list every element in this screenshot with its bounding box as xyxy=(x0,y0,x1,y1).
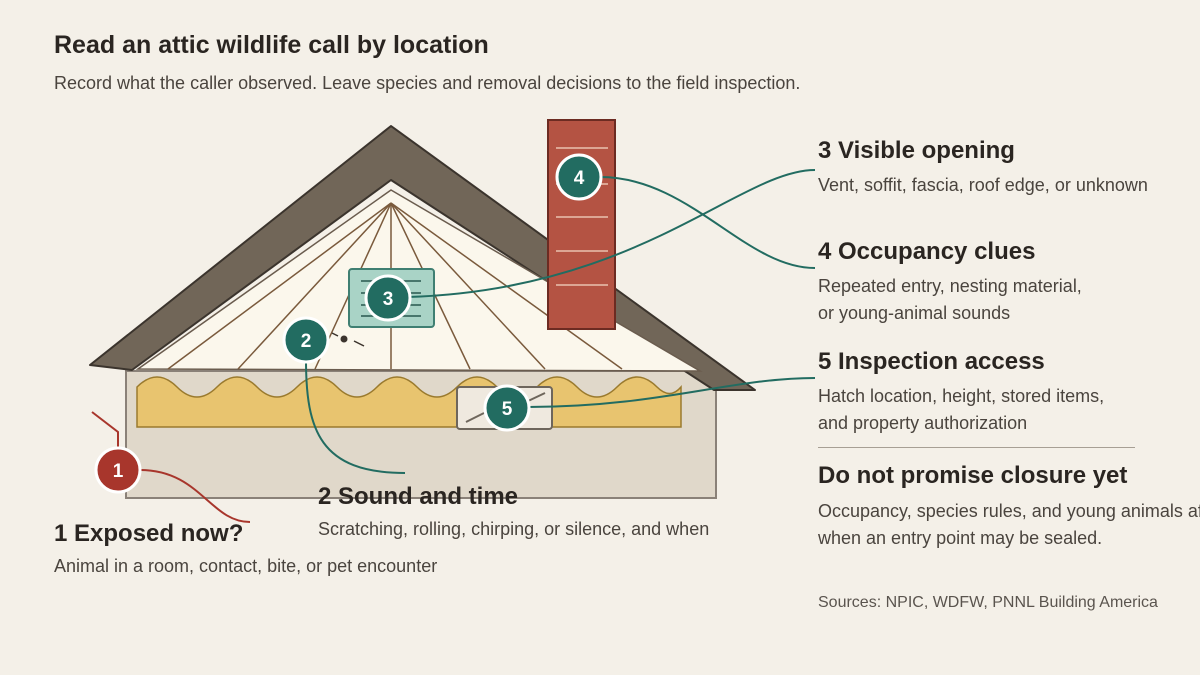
leader-line-5 xyxy=(527,377,816,408)
chimney xyxy=(547,119,616,330)
sound-source-dot xyxy=(340,335,348,343)
marker-2-label: 2 xyxy=(301,331,312,352)
divider xyxy=(818,447,1135,448)
marker-2: 2 xyxy=(282,316,330,364)
caution-title: Do not promise closure yet xyxy=(818,462,1128,489)
marker-4: 4 xyxy=(555,153,603,201)
callout-3-desc: Vent, soffit, fascia, roof edge, or unkn… xyxy=(818,175,1148,195)
callout-4-desc-line1: Repeated entry, nesting material, xyxy=(818,276,1082,296)
callout-5-desc-line1: Hatch location, height, stored items, xyxy=(818,386,1105,406)
leader-line-1 xyxy=(91,411,119,448)
marker-5-label: 5 xyxy=(502,399,513,420)
marker-4-label: 4 xyxy=(574,168,585,189)
leader-line-4 xyxy=(599,176,816,269)
page-subtitle: Record what the caller observed. Leave s… xyxy=(54,73,801,93)
marker-1-label: 1 xyxy=(113,461,124,482)
callout-1-title: 1 Exposed now? xyxy=(54,520,244,547)
marker-5: 5 xyxy=(483,384,531,432)
callout-5-desc-line2: and property authorization xyxy=(818,413,1028,433)
marker-3: 3 xyxy=(364,274,412,322)
caution-text: Occupancy, species rules, and young anim… xyxy=(818,498,1200,552)
callout-5-title: 5 Inspection access xyxy=(818,348,1045,375)
callout-3-title: 3 Visible opening xyxy=(818,137,1015,164)
leader-line-1b xyxy=(139,469,251,523)
leader-line-3 xyxy=(407,169,816,298)
callout-1-desc: Animal in a room, contact, bite, or pet … xyxy=(54,556,438,576)
leader-line-2 xyxy=(305,359,406,474)
callout-4-desc-line2: or young-animal sounds xyxy=(818,303,1011,323)
page-title: Read an attic wildlife call by location xyxy=(54,31,489,59)
marker-3-label: 3 xyxy=(383,289,394,310)
caution-line-2: when an entry point may be sealed. xyxy=(818,528,1103,548)
callout-2-title: 2 Sound and time xyxy=(318,483,519,510)
callout-2-desc: Scratching, rolling, chirping, or silenc… xyxy=(318,519,710,539)
caution-line-1: Occupancy, species rules, and young anim… xyxy=(818,501,1200,521)
marker-1: 1 xyxy=(94,446,142,494)
sources-note: Sources: NPIC, WDFW, PNNL Building Ameri… xyxy=(818,594,1158,611)
callout-4-title: 4 Occupancy clues xyxy=(818,238,1036,265)
